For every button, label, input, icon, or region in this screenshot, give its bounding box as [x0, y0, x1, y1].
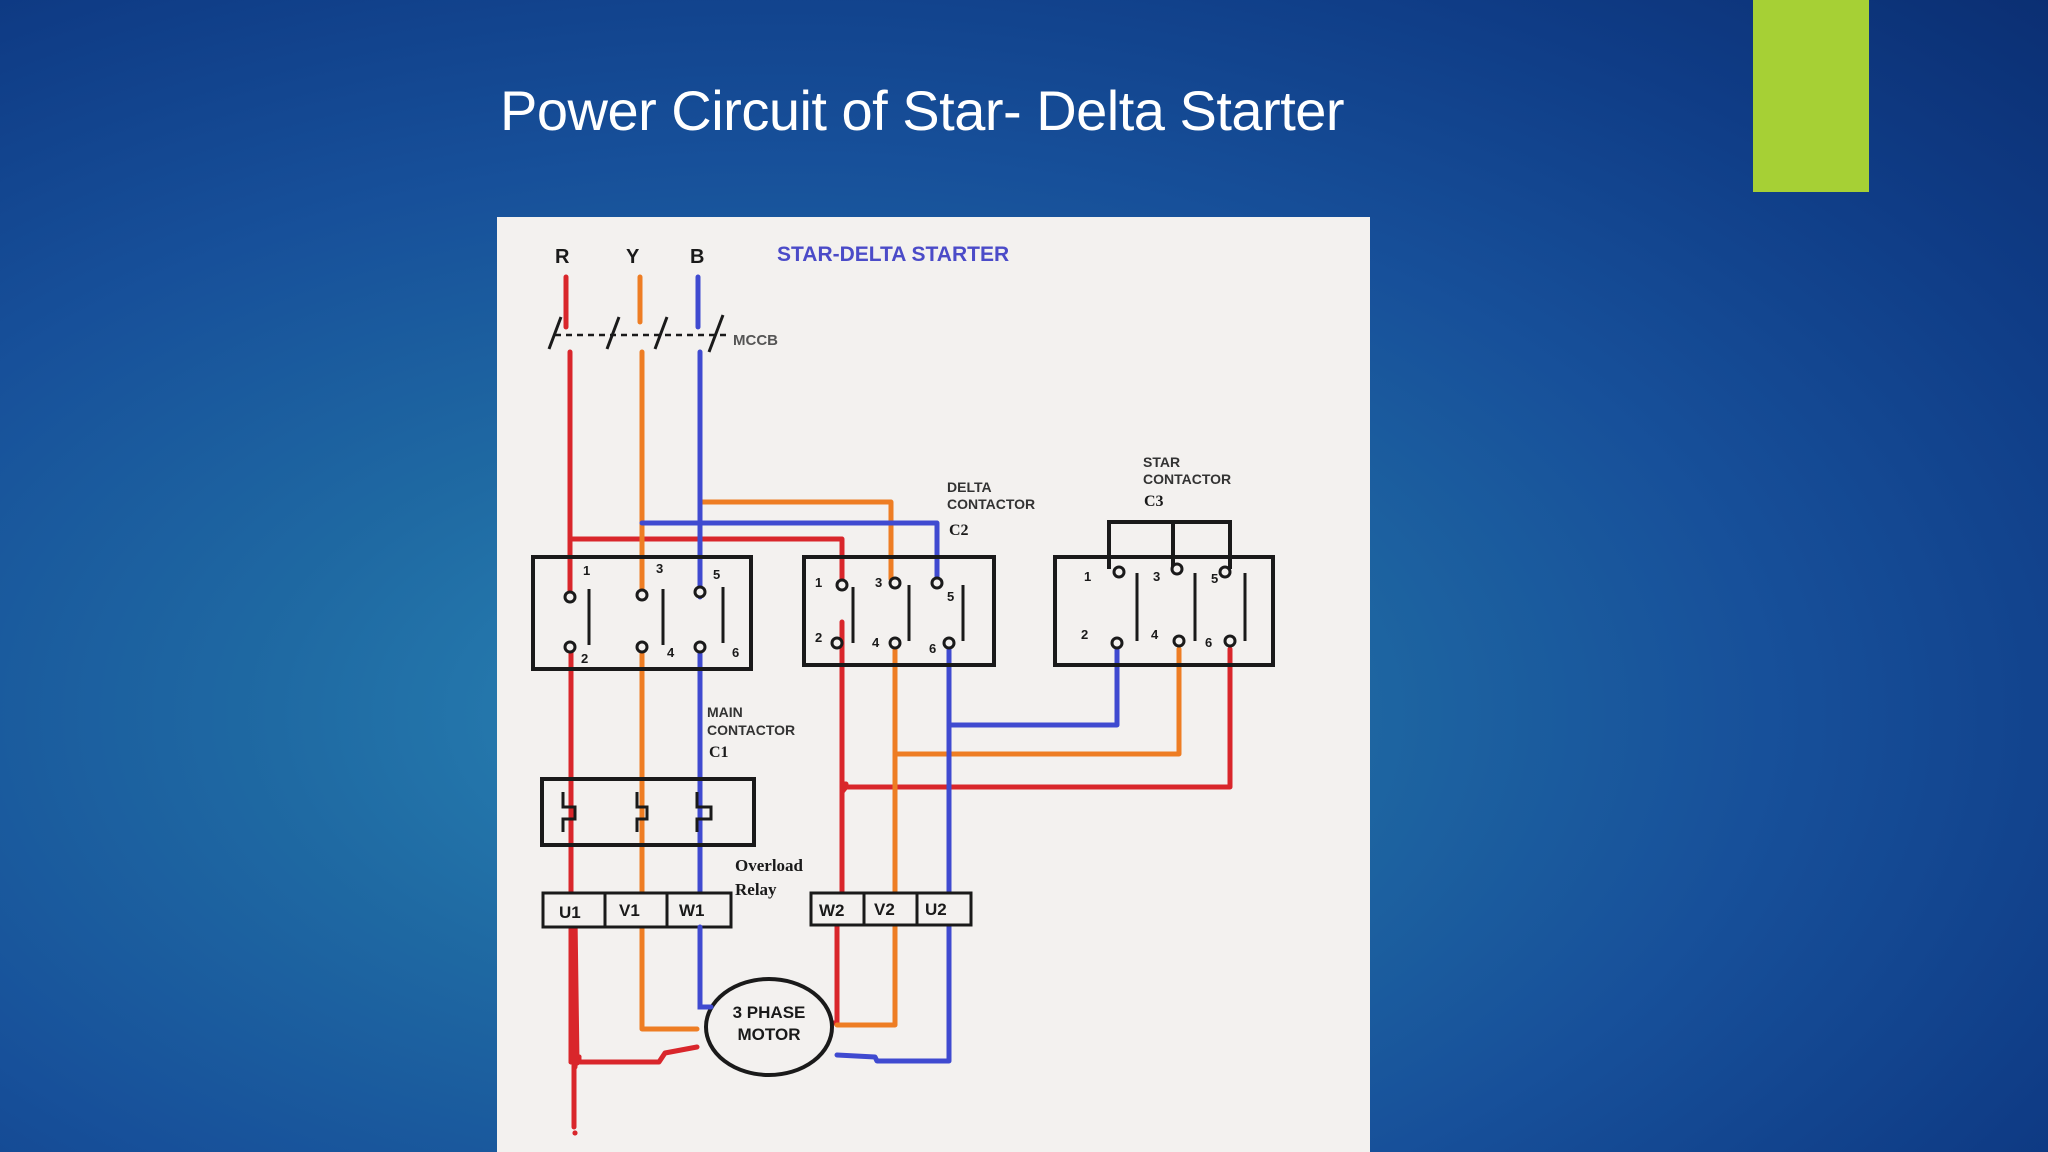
overload-relay-line1: Overload — [735, 856, 804, 875]
phase-label-r: R — [555, 246, 570, 268]
c3-contact-top-3: 3 — [1153, 569, 1160, 584]
terminal-u1: U1 — [559, 903, 581, 922]
b-phase-motor-lead — [697, 924, 714, 1010]
phase-label-y: Y — [626, 246, 640, 268]
c1-contact-bottom-2: 2 — [581, 651, 588, 666]
delta-contactor-contacts — [830, 576, 965, 650]
mccb-label: MCCB — [733, 332, 778, 349]
terminal-w2: W2 — [819, 901, 845, 920]
terminal-u2: U2 — [925, 900, 947, 919]
star-contactor-line3: C3 — [1144, 493, 1164, 510]
diagram-panel: STAR-DELTA STARTER R Y B MCCB — [497, 217, 1370, 1152]
c2-contact-top-1: 1 — [815, 575, 822, 590]
motor-line1: 3 PHASE — [733, 1003, 806, 1022]
r-phase-motor-wire — [572, 619, 1233, 1065]
delta-contactor-line2: CONTACTOR — [947, 496, 1035, 512]
c1-contact-top-1: 1 — [583, 563, 590, 578]
overload-relay-elements — [561, 792, 713, 832]
c2-contact-top-5: 5 — [947, 589, 954, 604]
main-contactor-line3: C1 — [709, 744, 729, 761]
c2-contact-bottom-6: 6 — [929, 641, 936, 656]
c3-contact-bottom-2: 2 — [1081, 627, 1088, 642]
star-contactor-line1: STAR — [1143, 454, 1180, 470]
delta-contactor-line1: DELTA — [947, 479, 992, 495]
c3-contact-top-5: 5 — [1211, 571, 1218, 586]
star-contactor-contacts — [1110, 562, 1247, 650]
overload-relay-label: Overload Relay — [735, 856, 804, 899]
c1-contact-bottom-6: 6 — [732, 645, 739, 660]
accent-bar — [1753, 0, 1869, 192]
motor: 3 PHASE MOTOR — [704, 977, 834, 1077]
delta-contactor-line3: C2 — [949, 522, 969, 539]
mccb-breaker — [547, 314, 727, 353]
star-contactor-label: STAR CONTACTOR C3 — [1143, 454, 1231, 510]
star-shorting-link — [1107, 520, 1232, 569]
motor-line2: MOTOR — [738, 1025, 801, 1044]
c1-contact-top-5: 5 — [713, 567, 720, 582]
c1-contact-top-3: 3 — [656, 561, 663, 576]
c2-contact-top-3: 3 — [875, 575, 882, 590]
c1-contact-bottom-4: 4 — [667, 645, 675, 660]
terminal-block-1: U1 V1 W1 — [541, 891, 733, 929]
main-contactor-label: MAIN CONTACTOR C1 — [707, 704, 795, 761]
terminal-v2: V2 — [874, 900, 895, 919]
overload-relay-box — [540, 777, 756, 847]
phase-label-b: B — [690, 246, 704, 268]
c2-contact-bottom-4: 4 — [872, 635, 880, 650]
slide-title: Power Circuit of Star- Delta Starter — [500, 79, 1345, 142]
terminal-w1: W1 — [679, 901, 705, 920]
star-delta-diagram: STAR-DELTA STARTER R Y B MCCB — [531, 243, 1275, 1136]
c3-contact-bottom-4: 4 — [1151, 627, 1159, 642]
delta-contactor-box — [802, 555, 996, 667]
main-contactor-line1: MAIN — [707, 704, 743, 720]
c3-contact-top-1: 1 — [1084, 569, 1091, 584]
diagram-heading: STAR-DELTA STARTER — [777, 243, 1009, 266]
main-contactor-box — [531, 555, 753, 671]
terminal-block-2: W2 V2 U2 — [809, 891, 973, 927]
c3-contact-bottom-6: 6 — [1205, 635, 1212, 650]
overload-relay-line2: Relay — [735, 880, 777, 899]
star-contactor-box — [1053, 555, 1275, 667]
terminal-v1: V1 — [619, 901, 640, 920]
main-contactor-contacts — [563, 585, 725, 654]
c2-contact-bottom-2: 2 — [815, 630, 822, 645]
main-contactor-line2: CONTACTOR — [707, 722, 795, 738]
delta-contactor-label: DELTA CONTACTOR C2 — [947, 479, 1035, 539]
star-contactor-line2: CONTACTOR — [1143, 471, 1231, 487]
